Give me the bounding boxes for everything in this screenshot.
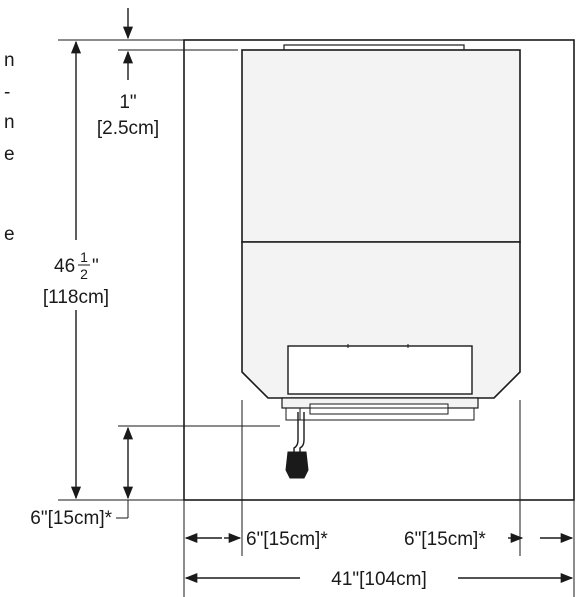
height-dimension: 46 1 2 " [118cm] (43, 40, 109, 500)
right-side-clearance-label: 6"[15cm]* (404, 529, 486, 550)
control-knob-icon (285, 451, 309, 479)
bottom-clearance-dimension: 6"[15cm]* (30, 425, 280, 529)
top-clearance-inch: 1" (119, 92, 136, 113)
left-side-clearance-label: 6"[15cm]* (246, 529, 328, 550)
appliance-unit (241, 44, 521, 479)
upper-panel (241, 49, 521, 243)
left-side-clearance-dimension: 6"[15cm]* (184, 529, 328, 550)
right-side-clearance-dimension: 6"[15cm]* (404, 529, 574, 550)
height-whole: 46 (54, 256, 75, 277)
bottom-clearance-label: 6"[15cm]* (30, 508, 112, 529)
side-letter: e (4, 224, 15, 245)
height-inch-mark: " (92, 256, 99, 277)
side-letter: - (4, 82, 10, 103)
height-cm: [118cm] (43, 287, 109, 308)
height-frac-denominator: 2 (80, 266, 88, 282)
side-letter: n (4, 112, 15, 133)
top-clearance-dimension: 1" [2.5cm] (97, 8, 159, 139)
burner-window (287, 345, 473, 395)
ash-tray (309, 403, 449, 415)
cropped-side-text: n - n e e (4, 50, 15, 245)
overall-width-label: 41"[104cm] (331, 569, 426, 590)
overall-width-dimension: 41"[104cm] (184, 569, 574, 590)
height-frac-numerator: 1 (80, 249, 88, 265)
side-letter: n (4, 50, 15, 71)
side-letter: e (4, 144, 15, 165)
top-clearance-cm: [2.5cm] (97, 118, 159, 139)
base-frame (285, 407, 475, 421)
